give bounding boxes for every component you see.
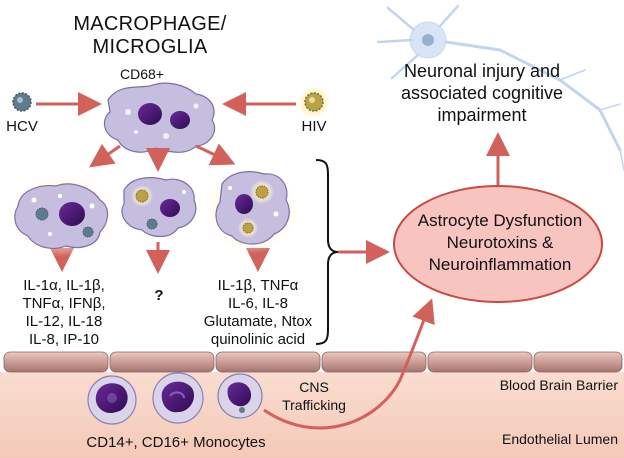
cytokines-right-line-3: Glutamate, Ntox bbox=[204, 313, 313, 330]
macrophage-title-line-1: MACROPHAGE/ bbox=[73, 13, 226, 35]
astrocyte-dysfunction-ellipse bbox=[393, 185, 603, 303]
cytokines-left-line-1: IL-1α, IL-1β, bbox=[23, 277, 105, 294]
bbb-tile bbox=[215, 351, 321, 373]
hcv-label: HCV bbox=[6, 118, 38, 135]
bbb-tile bbox=[321, 351, 427, 373]
infected-macrophage-middle bbox=[121, 177, 197, 238]
arrow-monocyte-trafficking bbox=[263, 298, 435, 430]
unknown-cytokines-question-mark: ? bbox=[154, 287, 163, 304]
activated-macrophage-right bbox=[204, 166, 300, 254]
neuron-illustration bbox=[376, 4, 624, 171]
bbb-tile bbox=[533, 351, 623, 373]
monocytes-label: CD14+, CD16+ Monocytes bbox=[86, 434, 265, 451]
cytokines-right-line-2: IL-6, IL-8 bbox=[228, 295, 288, 312]
macrophage-title-line-2: MICROGLIA bbox=[93, 36, 208, 58]
cytokines-right-line-1: IL-1β, TNFα bbox=[218, 277, 299, 294]
grouping-bracket bbox=[315, 159, 339, 345]
injury-line-1: Neuronal injury and bbox=[404, 61, 560, 81]
ellipse-line-1: Astrocyte Dysfunction bbox=[418, 211, 582, 230]
cns-label-line-2: Trafficking bbox=[282, 397, 346, 413]
hiv-label: HIV bbox=[301, 118, 326, 135]
cytokines-left-line-4: IL-8, IP-10 bbox=[29, 331, 99, 348]
ellipse-line-3: Neuroinflammation bbox=[429, 255, 572, 274]
monocyte-1 bbox=[87, 375, 137, 425]
central-macrophage bbox=[103, 82, 216, 153]
cd68-label: CD68+ bbox=[120, 66, 164, 82]
arrow-to-right-cell bbox=[195, 143, 236, 166]
cns-label-line-1: CNS bbox=[299, 379, 329, 395]
injury-line-2: associated cognitive bbox=[401, 83, 563, 103]
hcv-virus-icon bbox=[12, 92, 32, 112]
cytokines-left-line-3: IL-12, IL-18 bbox=[26, 313, 103, 330]
ellipse-line-2: Neurotoxins & bbox=[447, 233, 554, 252]
cytokines-right-line-4: quinolinic acid bbox=[211, 331, 305, 348]
blood-brain-barrier bbox=[3, 351, 623, 373]
injury-line-3: impairment bbox=[437, 105, 526, 125]
arrows bbox=[36, 92, 510, 430]
blood-brain-barrier-label: Blood Brain Barrier bbox=[500, 377, 619, 393]
bbb-tile bbox=[109, 351, 215, 373]
bbb-tile bbox=[427, 351, 533, 373]
cytokines-left-line-2: TNFα, IFNβ, bbox=[22, 295, 105, 312]
monocyte-3 bbox=[217, 373, 263, 419]
hiv-virus-icon bbox=[296, 84, 332, 120]
monocyte-2 bbox=[152, 372, 204, 424]
bbb-tile bbox=[3, 351, 109, 373]
endothelial-lumen-label: Endothelial Lumen bbox=[502, 431, 618, 447]
activated-macrophage-left bbox=[8, 173, 116, 257]
arrow-to-left-cell bbox=[89, 143, 121, 168]
